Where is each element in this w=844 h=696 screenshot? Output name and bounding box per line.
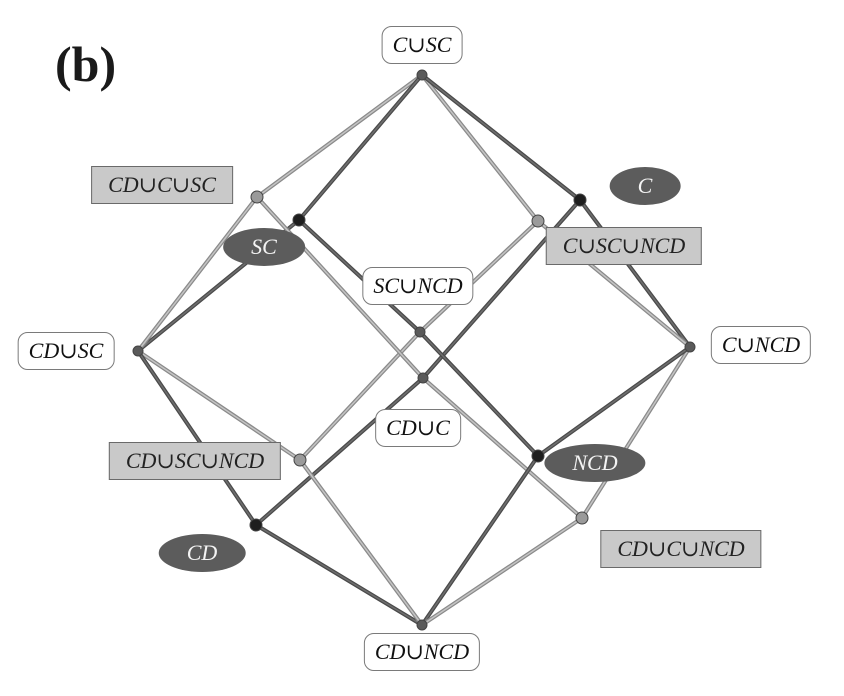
- node-label-CuSCuNCD: C∪SC∪NCD: [545, 227, 703, 265]
- node-label-SCuNCD: SC∪NCD: [362, 267, 474, 305]
- edge-NCD-CuNCD: [537, 346, 691, 457]
- node-point-CDuCuNCD: [575, 511, 589, 525]
- node-point-CuNCD: [684, 341, 696, 353]
- edge-CuSC-CDuCuSC: [256, 74, 423, 198]
- node-label-NCD: NCD: [544, 444, 646, 482]
- edge-CDuSC-CDuSCuNCD: [137, 350, 301, 461]
- edge-CuSC-CuSCuNCD: [421, 74, 539, 222]
- node-point-SCuNCD: [414, 326, 426, 338]
- node-point-CDuSC: [132, 345, 144, 357]
- edge-C-CuNCD: [579, 199, 691, 348]
- edge-SC-SCuNCD: [298, 219, 421, 333]
- nodes-layer: [132, 69, 696, 631]
- node-point-NCD: [531, 449, 545, 463]
- node-label-CDuC: CD∪C: [375, 409, 461, 447]
- node-point-SC: [292, 213, 306, 227]
- edge-C-CuSC: [421, 74, 581, 201]
- node-point-CDuCuSC: [250, 190, 264, 204]
- edge-NCD-CDuNCD: [421, 455, 539, 626]
- node-point-CuSCuNCD: [531, 214, 545, 228]
- node-label-C: C: [609, 167, 681, 205]
- node-label-CDuCuNCD: CD∪C∪NCD: [600, 530, 762, 568]
- node-point-CD: [249, 518, 263, 532]
- node-label-CD: CD: [158, 534, 246, 572]
- edge-CDuC-CDuCuSC: [256, 196, 424, 379]
- edge-SC-CuSC: [298, 74, 423, 221]
- edge-CD-CDuC: [255, 377, 424, 526]
- edge-CuNCD-CDuCuNCD: [581, 346, 691, 519]
- node-point-CuSC: [416, 69, 428, 81]
- node-label-CDuSC: CD∪SC: [17, 332, 115, 370]
- node-point-CDuSCuNCD: [293, 453, 307, 467]
- node-point-CDuNCD: [416, 619, 428, 631]
- node-label-CuSC: C∪SC: [381, 26, 463, 64]
- edge-CDuNCD-CDuCuNCD: [421, 517, 583, 626]
- node-point-CDuC: [417, 372, 429, 384]
- edge-SCuNCD-CuSCuNCD: [419, 220, 539, 333]
- node-label-CDuCuSC: CD∪C∪SC: [91, 166, 233, 204]
- edge-CD-CDuNCD: [255, 524, 423, 626]
- edge-CDuC-CDuCuNCD: [422, 377, 583, 519]
- panel-label: (b): [55, 36, 117, 92]
- edge-CDuSC-CDuCuSC: [137, 196, 258, 352]
- edge-CDuNCD-CDuSCuNCD: [299, 459, 423, 626]
- node-label-CDuNCD: CD∪NCD: [363, 633, 481, 671]
- node-label-SC: SC: [223, 228, 305, 266]
- node-point-C: [573, 193, 587, 207]
- edge-NCD-SCuNCD: [419, 331, 539, 457]
- node-label-CDuSCuNCD: CD∪SC∪NCD: [108, 442, 282, 480]
- edge-CD-CDuSC: [137, 350, 257, 526]
- node-label-CuNCD: C∪NCD: [710, 326, 812, 364]
